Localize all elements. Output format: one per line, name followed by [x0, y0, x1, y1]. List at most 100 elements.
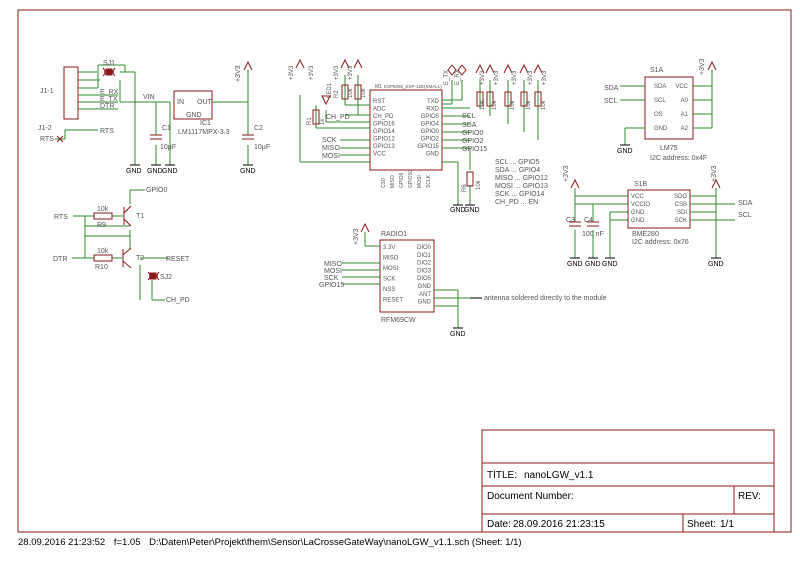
s1b-left-pin-3: GND: [631, 218, 645, 224]
radio-right-pin-0: DIO0: [417, 245, 432, 251]
m1-right-pin-1: RXD: [426, 107, 439, 113]
m1-bottom-pin-0: CS0: [381, 178, 387, 188]
gnd-label: GND: [567, 261, 583, 268]
radio-right-pin-3: DIO3: [417, 268, 432, 274]
radio-left-pin-1: MISO: [383, 256, 399, 262]
supply-label: +3V3: [348, 65, 354, 80]
s1b-left-pin-2: GND: [631, 210, 645, 216]
m1-name: M1: [375, 84, 382, 90]
footer-scale: f=1.05: [113, 537, 141, 548]
m1-left-pin-5: GPIO12: [373, 137, 395, 143]
s1a-sda-net: SDA: [604, 85, 619, 92]
gnd-label: GND: [126, 168, 142, 175]
s1a-part: LM75: [660, 145, 678, 152]
gpio0-net: GPIO0: [146, 187, 168, 194]
supply-label: +3V3: [480, 70, 486, 85]
title-label: TITLE:: [487, 470, 517, 481]
m1-right-pin-6: GPIO15: [417, 144, 439, 150]
radio-part: RFM69CW: [381, 317, 416, 324]
supply-label: +3V3: [542, 70, 548, 85]
r-value: 10k: [541, 99, 547, 110]
ch-pd-net: CH_PD: [326, 114, 350, 121]
sensor-s1b: S1B BME280 I2C address: 0x76 SDA SCL +3V…: [563, 165, 753, 268]
e-tx-top-net: E_TX: [444, 70, 450, 85]
r7-value: 10k: [510, 99, 516, 110]
gnd-label: GND: [240, 168, 256, 175]
m1-bottom-pin-4: MOSI: [417, 175, 423, 188]
c4-label: C4: [584, 217, 593, 224]
supply-label: +3V3: [235, 65, 242, 82]
j1-2-label: J1-2: [38, 125, 52, 132]
gnd-label: GND: [147, 168, 163, 175]
t2-label: T2: [136, 255, 144, 262]
reset-net: RESET: [166, 256, 190, 263]
pin-map-line-4: SCK ... GPIO14: [495, 191, 545, 198]
gnd-label: GND: [585, 261, 601, 268]
sda-net: SDA: [462, 122, 477, 129]
gnd-label: GND: [617, 148, 633, 155]
r10-value: 10k: [97, 248, 109, 255]
s1a-name: S1A: [650, 67, 664, 74]
ic1-pin-out: OUT: [197, 99, 213, 106]
s1a-right-pin-1: A0: [681, 98, 689, 104]
pin-map-line-1: SDA ... GPIO4: [495, 167, 540, 174]
r2-label: R2: [334, 90, 340, 98]
ic1-pin-in: IN: [177, 99, 184, 106]
gpio0-net: GPIO0: [462, 130, 484, 137]
antenna-note: antenna soldered directly to the module: [484, 295, 607, 302]
radio-right-pin-6: ANT: [419, 292, 431, 298]
s1a-right-pin-3: A2: [681, 126, 689, 132]
radio-right-pin-5: GND: [418, 284, 432, 290]
scl-net: SCL: [462, 113, 476, 120]
e-tx-net: E_TX: [100, 96, 118, 103]
e-rx-net: E_RX: [100, 89, 119, 96]
miso-net: MISO: [322, 145, 340, 152]
vin-label: VIN: [143, 94, 155, 101]
mosi-net: MOSI: [322, 153, 340, 160]
radio-gpio15-net: GPIO15: [319, 282, 344, 289]
m1-right-pin-7: GND: [426, 152, 440, 158]
sheet-frame: [17, 9, 792, 533]
radio-left-pin-2: MOSI: [383, 266, 399, 272]
pin-map-line-2: MISO ... GPIO12: [495, 175, 548, 182]
s1b-right-pin-1: CSB: [675, 202, 687, 208]
date-value: 28.09.2016 21:23:15: [513, 519, 605, 530]
m1-bottom-pin-3: GPIO10: [408, 170, 414, 188]
radio-right-pin-2: DIO2: [417, 261, 432, 267]
r9-value: 10k: [97, 206, 109, 213]
radio-sck-net: SCK: [324, 275, 339, 282]
radio-right-pin-1: DIO1: [417, 253, 432, 259]
s1b-address: I2C address: 0x76: [632, 239, 689, 246]
supply-label: +3V3: [563, 165, 570, 182]
radio-mosi-net: MOSI: [324, 268, 342, 275]
s1a-left-pin-2: OS: [654, 112, 663, 118]
radio-left-pin-0: 3.3V: [383, 245, 395, 251]
m1-left-pin-6: GPIO13: [373, 144, 395, 150]
m1-bottom-pin-1: MISO: [390, 175, 396, 188]
s1b-sda-net: SDA: [738, 200, 753, 207]
s1b-left-pin-0: VCC: [631, 194, 644, 200]
r2-value: 10k: [348, 87, 354, 98]
reset-circuit: 10k R9 10k R10 T1 T2 SJ2 GPIO0 RTS DTR R…: [53, 187, 190, 304]
m1-right-pin-0: TXD: [427, 99, 440, 105]
c2-value: 10µF: [254, 144, 270, 151]
supply-label: +3V3: [528, 70, 534, 85]
pin-map-line-0: SCL ... GPIO5: [495, 159, 540, 166]
s1a-address: I2C address: 0x4F: [650, 155, 707, 162]
m1-part: ESP8266_ESP-12E(SMALL): [384, 84, 442, 89]
gnd-label: GND: [450, 207, 466, 214]
m1-left-pin-4: GPIO14: [373, 129, 395, 135]
radio-name: RADIO1: [381, 231, 407, 238]
gnd-label: GND: [450, 331, 466, 338]
dtr-net: DTR: [100, 103, 114, 110]
sheet-value: 1/1: [720, 519, 734, 530]
date-label: Date:: [487, 519, 511, 530]
esp8266-module-m1: M1 ESP8266_ESP-12E(SMALL) RSTADCCH_PDGPI…: [289, 58, 548, 214]
connector-j1: SJ1 J1-1 J1-2 RTS VIN E_RX E_TX DTR RTS …: [38, 60, 178, 175]
radio-right-pin-7: GND: [418, 300, 432, 306]
r1-label: R1: [307, 117, 313, 125]
ic1-part: LM1117MPX-3.3: [178, 129, 230, 136]
radio-module: RADIO1 RFM69CW antenna soldered directly…: [319, 222, 607, 338]
s1a-left-pin-3: GND: [654, 126, 668, 132]
rts-net: RTS: [100, 128, 114, 135]
